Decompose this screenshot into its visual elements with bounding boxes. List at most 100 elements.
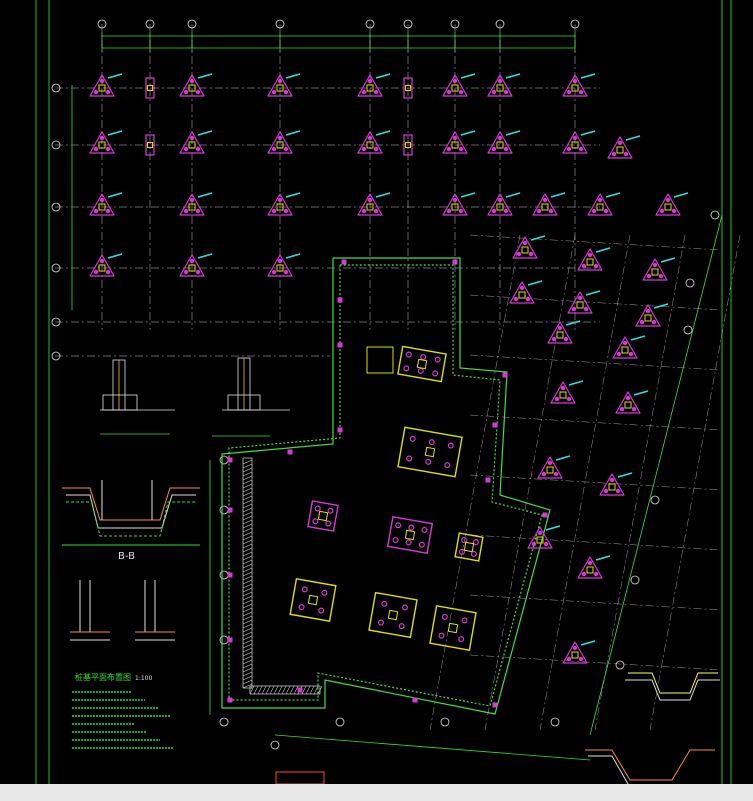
pile (528, 251, 534, 257)
pile (277, 197, 283, 203)
hatch-line (257, 685, 263, 695)
triangular-pile-cap (267, 73, 301, 97)
pile (447, 442, 454, 449)
cap-outline (547, 321, 573, 344)
pile (461, 617, 468, 624)
cap-tag (505, 73, 521, 79)
column (276, 203, 284, 211)
wall-column (485, 477, 491, 483)
rectangular-pile-cap (368, 591, 418, 639)
pile (566, 146, 572, 152)
hatch-line (313, 685, 319, 695)
pile (367, 135, 373, 141)
pile (577, 295, 583, 301)
pile (373, 146, 379, 152)
pile (93, 89, 99, 95)
triangular-pile-cap (512, 235, 546, 259)
column (496, 84, 504, 92)
pile (373, 208, 379, 214)
hatch-line (242, 631, 253, 637)
pile (99, 135, 105, 141)
pile (503, 208, 509, 214)
axis-bubble-left (51, 140, 61, 150)
pile (611, 151, 617, 157)
cap-outline (562, 641, 588, 664)
hatch-line (242, 579, 253, 585)
bottom-dimension-line (274, 734, 591, 761)
column (147, 142, 153, 148)
single-pile-cap (403, 77, 413, 99)
pile (446, 89, 452, 95)
pile (671, 208, 677, 214)
pile (597, 197, 603, 203)
column (586, 258, 594, 266)
pile (417, 367, 424, 374)
pile (566, 89, 572, 95)
column (546, 466, 554, 474)
wall-column (341, 259, 347, 265)
detail-section-1 (100, 359, 175, 435)
cap-outline (532, 193, 558, 216)
pile (536, 208, 542, 214)
hatch-line (281, 685, 287, 695)
cap-outline (89, 131, 115, 154)
pile (537, 530, 543, 536)
pile (452, 197, 458, 203)
wall-column (337, 297, 343, 303)
diagonal-grid-line (469, 354, 721, 371)
pile (497, 197, 503, 203)
hatch-line (269, 685, 275, 695)
cap-outline (145, 77, 155, 99)
hatch-line (242, 523, 253, 529)
triangular-pile-cap (267, 192, 301, 216)
column (98, 203, 106, 211)
cap-tag (530, 235, 546, 241)
pile (441, 613, 448, 620)
cap-outline (577, 556, 603, 579)
pile (452, 135, 458, 141)
cap-tag (660, 257, 676, 263)
cap-tag (633, 390, 649, 396)
axis-bubble (615, 660, 625, 670)
cap-outline (487, 131, 513, 154)
diagonal-grid-line (539, 234, 631, 731)
status-bar (0, 784, 753, 801)
hatch-line (242, 675, 253, 681)
triangular-pile-cap (612, 335, 646, 359)
hatch-line (242, 599, 253, 605)
pile (571, 306, 577, 312)
diagonal-frame-line (589, 214, 723, 736)
cap-outline (655, 193, 681, 216)
rectangular-pile-cap (289, 577, 337, 623)
column (405, 142, 411, 148)
cap-outline (577, 248, 603, 271)
hatch-line (242, 539, 253, 545)
pile (459, 548, 466, 555)
wall-column (287, 449, 293, 455)
triangular-pile-cap (577, 555, 611, 579)
column (664, 203, 672, 211)
diagonal-grid-line (469, 474, 721, 491)
pile (645, 308, 651, 314)
wall-column (227, 572, 233, 578)
pile (470, 550, 477, 557)
cap-outline (179, 74, 205, 97)
triangular-pile-cap (562, 130, 596, 154)
column (447, 622, 459, 634)
cap-tag (460, 130, 476, 136)
triangular-pile-cap (587, 192, 621, 216)
hatch-line (242, 603, 253, 609)
cap-outline (267, 193, 293, 216)
pile (189, 78, 195, 84)
hatch-line (242, 467, 253, 473)
pile (271, 208, 277, 214)
pile (543, 541, 549, 547)
pile (652, 262, 658, 268)
pile (616, 351, 622, 357)
pile (367, 197, 373, 203)
cap-outline (454, 532, 484, 562)
cap-tag (653, 303, 669, 309)
cap-outline (527, 526, 553, 549)
cad-drawing-canvas[interactable]: B-B 桩基平面布置图 1:100 (0, 0, 753, 784)
pile (458, 636, 465, 643)
